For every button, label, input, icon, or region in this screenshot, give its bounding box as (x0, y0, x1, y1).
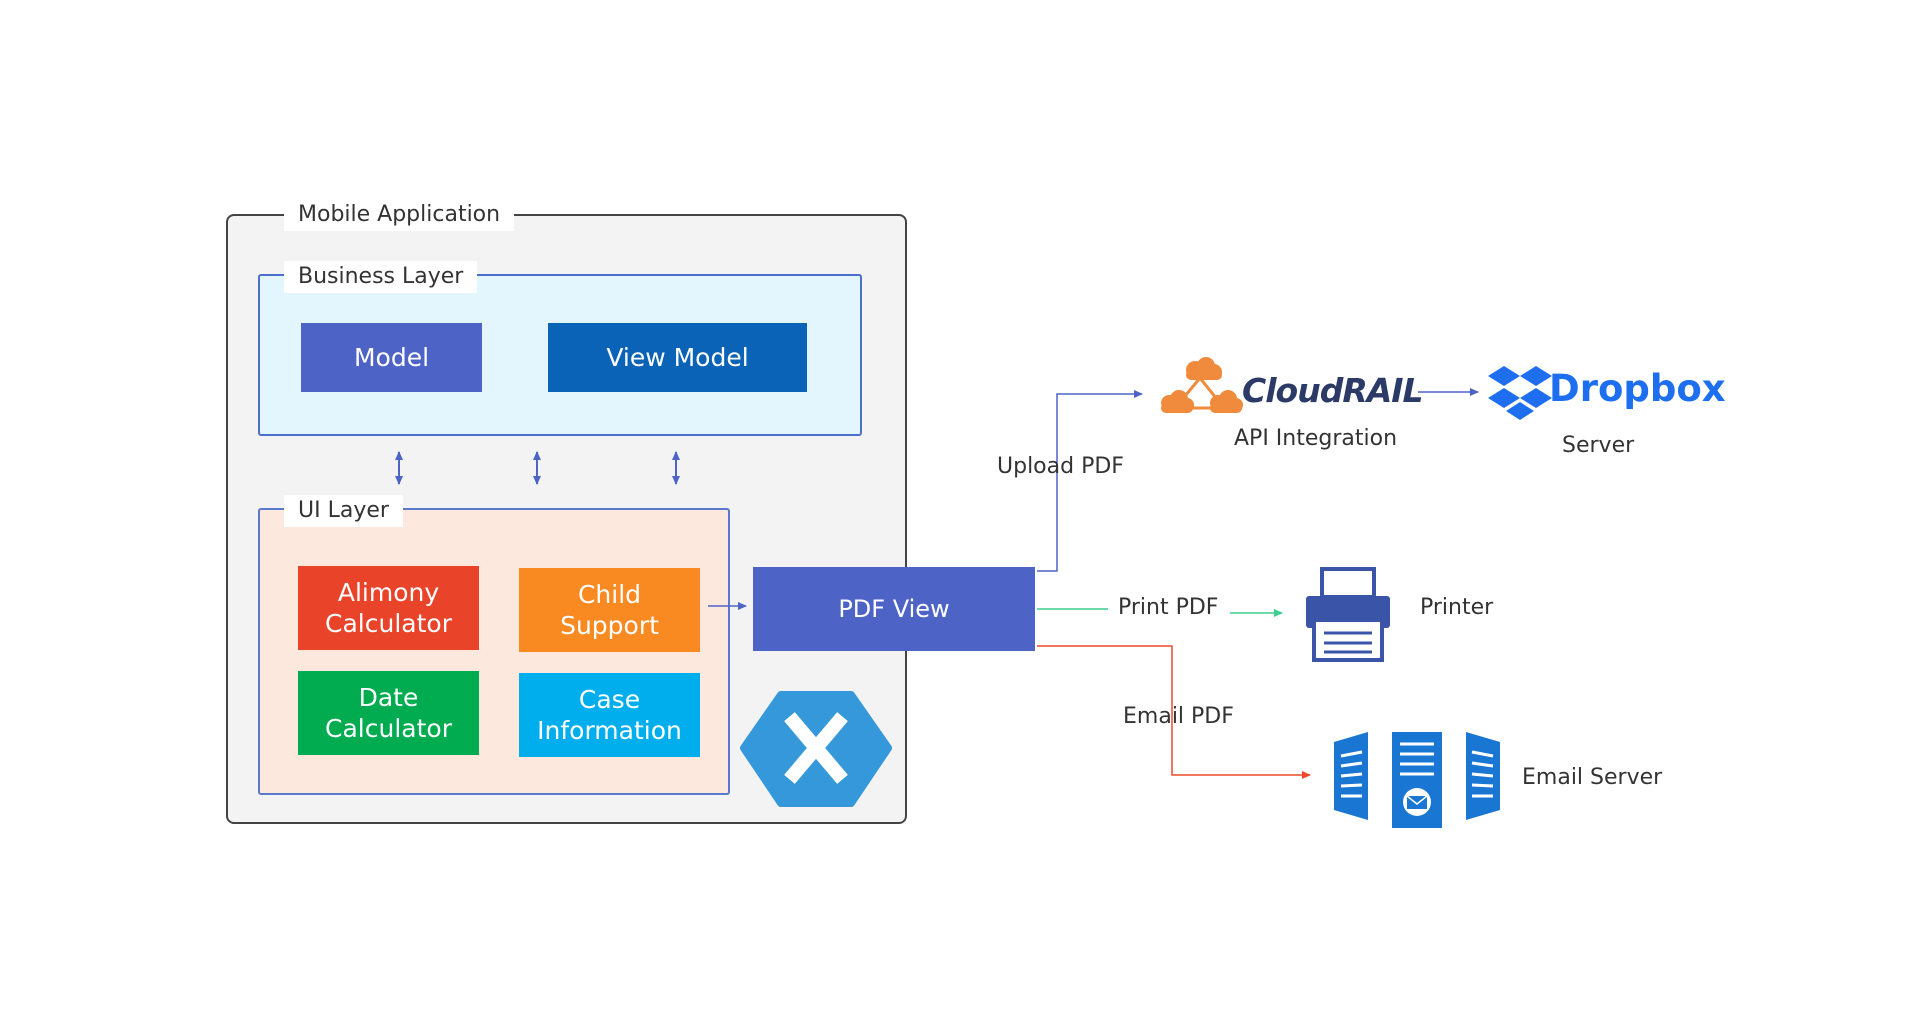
view-model-box: View Model (548, 323, 807, 392)
child-support-box: Child Support (519, 568, 700, 652)
upload-pdf-label: Upload PDF (997, 454, 1124, 479)
email-pdf-label: Email PDF (1123, 704, 1234, 729)
printer-icon (1306, 567, 1390, 662)
case-information-box: Case Information (519, 673, 700, 757)
date-calculator-box: Date Calculator (298, 671, 479, 755)
cloudrail-logo-icon (1161, 357, 1243, 413)
email-server-icon (1334, 732, 1500, 828)
dropbox-logo-text: Dropbox (1549, 367, 1726, 410)
alimony-calculator-box: Alimony Calculator (298, 566, 479, 650)
upload-connector (1037, 390, 1143, 572)
xamarin-logo-icon (740, 691, 892, 807)
model-box: Model (301, 323, 482, 392)
printer-caption: Printer (1420, 595, 1494, 620)
cloudrail-caption: API Integration (1234, 426, 1398, 451)
email-connector (1037, 645, 1311, 779)
print-pdf-label: Print PDF (1118, 595, 1219, 620)
cloudrail-logo-text: CloudRAIL (1242, 371, 1424, 410)
mobile-application-label: Mobile Application (284, 199, 515, 231)
ui-layer-label: UI Layer (284, 495, 403, 527)
email-server-caption: Email Server (1522, 765, 1663, 790)
dropbox-caption: Server (1562, 433, 1635, 458)
dropbox-logo-icon (1488, 366, 1552, 420)
pdf-view-box: PDF View (753, 567, 1035, 651)
business-layer-label: Business Layer (284, 261, 478, 293)
